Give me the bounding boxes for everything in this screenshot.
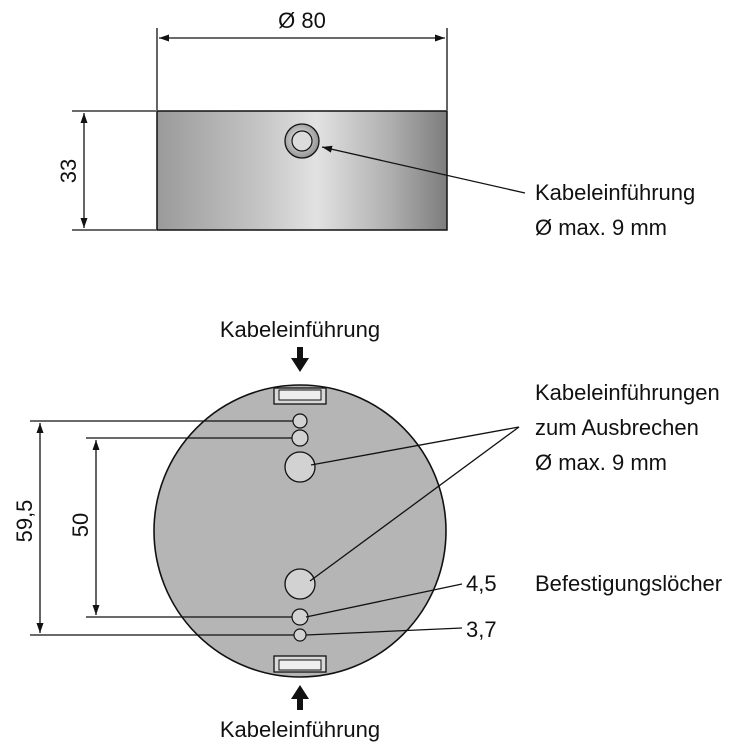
bottom-entry-arrow <box>291 685 309 710</box>
hole-45-label: 4,5 <box>466 571 497 596</box>
top-view: Kabeleinführung 59,5 50 <box>12 317 722 742</box>
top-entry-label: Kabeleinführung <box>220 317 380 342</box>
diameter-label: Ø 80 <box>278 8 326 33</box>
hole-37-label: 3,7 <box>466 617 497 642</box>
leader-cable-entry <box>321 145 526 194</box>
top-entry-arrow <box>291 347 309 372</box>
mounting-hole-upper-small <box>292 413 308 429</box>
bottom-entry-label: Kabeleinführung <box>220 717 380 742</box>
mounting-hole-lower <box>291 608 309 626</box>
mounting-hole-upper <box>291 429 309 447</box>
mounting-holes-label: Befestigungslöcher <box>535 571 722 596</box>
inner-distance-label: 50 <box>68 513 93 537</box>
height-label: 33 <box>56 159 81 183</box>
cable-entry-hole-inner <box>291 130 313 152</box>
base-disc <box>153 384 447 678</box>
knockout-lower <box>284 568 316 600</box>
outer-distance-label: 59,5 <box>12 500 37 543</box>
side-view: Ø 80 33 Kabeleinführung Ø max. 9 mm <box>56 8 695 240</box>
cable-entry-label: Kabeleinführung <box>535 180 695 205</box>
leader-knockout-upper <box>310 426 520 466</box>
knockouts-label: Kabeleinführungen <box>535 380 720 405</box>
knockouts-size-label: Ø max. 9 mm <box>535 450 667 475</box>
top-slot <box>273 387 327 405</box>
leader-hole-37 <box>305 627 463 636</box>
bottom-slot <box>273 655 327 673</box>
knockout-upper <box>284 451 316 483</box>
cable-entry-size-label: Ø max. 9 mm <box>535 215 667 240</box>
mounting-hole-lower-small <box>293 628 307 642</box>
leader-knockout-lower <box>309 426 520 582</box>
leader-hole-45 <box>305 583 463 618</box>
knockouts-label-2: zum Ausbrechen <box>535 415 699 440</box>
